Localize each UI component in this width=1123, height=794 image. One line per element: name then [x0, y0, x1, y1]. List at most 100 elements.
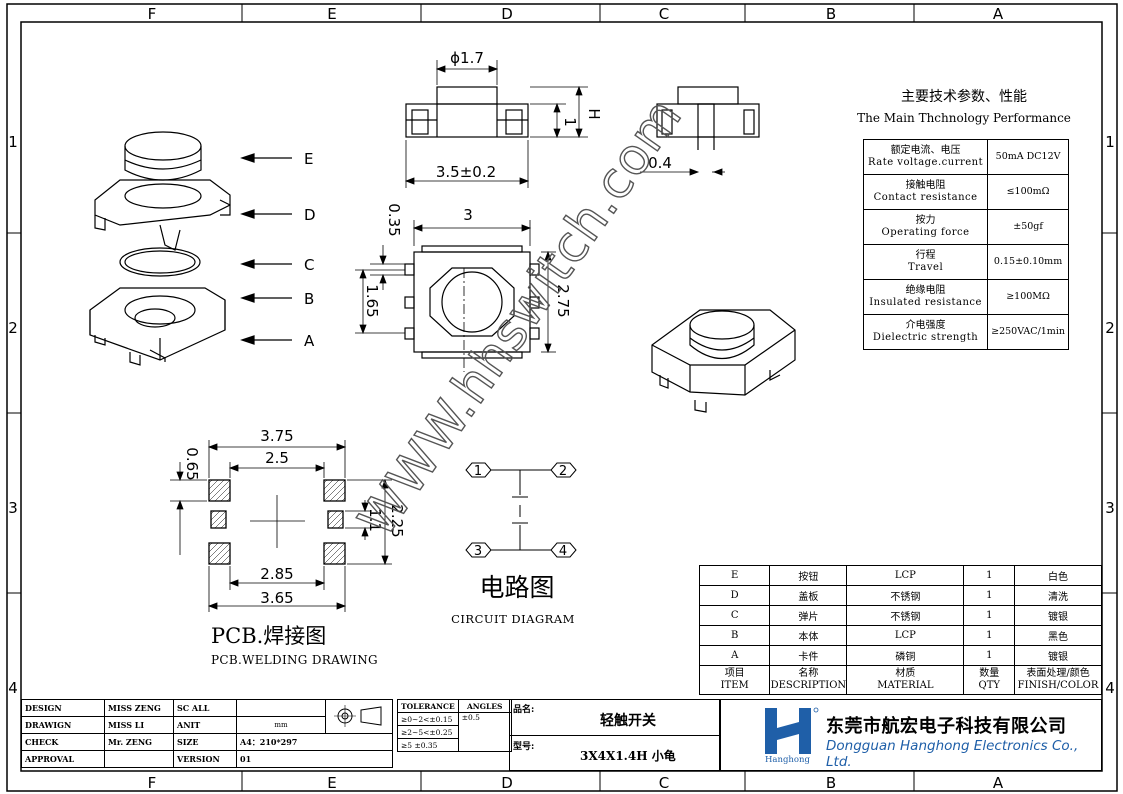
side-view	[656, 86, 760, 150]
col-label-bottom: E	[327, 774, 336, 792]
bom-name: 弹片	[769, 605, 848, 626]
bom-item: E	[698, 565, 771, 586]
bom-material: LCP	[846, 565, 965, 586]
circuit-node-1: 1	[474, 464, 482, 479]
bom-header-item-cn: 项目	[724, 668, 745, 679]
spec-name-cn: 按力	[915, 215, 936, 226]
bom-qty: 1	[963, 585, 1016, 606]
circuit-node-4: 4	[559, 544, 567, 559]
exploded-arrows	[240, 153, 292, 345]
dim-165: 1.65	[363, 284, 381, 317]
bom-item: C	[698, 605, 771, 626]
design-label: DESIGN	[21, 699, 105, 717]
company-name-cn: 东莞市航宏电子科技有限公司	[826, 716, 1067, 737]
col-label-top: B	[826, 5, 836, 23]
bom-header-material-cn: 材质	[895, 668, 916, 679]
spec-name-en: Contact resistance	[873, 192, 978, 203]
zone-labels: F E D C B A F E D C B A 1 2 3 4 1 2 3 4	[8, 5, 1115, 792]
outer-border	[6, 3, 1118, 792]
tolerance-table: TOLERANCE ANGLES ≥0~2<±0.15 ±0.5 ≥2~5<±0…	[397, 699, 512, 752]
spec-name-en: Insulated resistance	[869, 297, 982, 308]
projection-symbol	[325, 699, 393, 734]
bom-finish: 镀银	[1014, 645, 1102, 666]
unit-value: mm	[236, 716, 326, 734]
label-e: E	[304, 150, 313, 168]
circuit-title-cn: 电路图	[479, 573, 554, 602]
bom-row: D 盖板 不锈钢 1 清洗	[698, 585, 1102, 606]
model-label: 型号:	[513, 742, 535, 752]
front-view	[405, 86, 529, 138]
front-dims	[404, 60, 588, 188]
dim-pcb-065: 0.65	[183, 447, 201, 480]
company-block: Hanghong 东莞市航宏电子科技有限公司 Dongguan Hanghong…	[720, 699, 1102, 771]
bom-name: 本体	[769, 625, 848, 646]
dim-width: 3.5±0.2	[436, 163, 496, 181]
bom-qty: 1	[963, 605, 1016, 626]
row-label-left: 3	[8, 499, 18, 517]
bom-row: A 卡件 磷铜 1 镀银	[698, 645, 1102, 666]
product-name-label: 品名:	[513, 705, 535, 715]
col-label-top: F	[148, 5, 157, 23]
dim-pcb-285: 2.85	[260, 565, 293, 583]
button-top-ellipse	[124, 131, 202, 161]
bom-header-finish-cn: 表面处理/颜色	[1026, 668, 1090, 679]
row-label-left: 4	[8, 679, 18, 697]
size-value: A4：210*297	[236, 733, 393, 751]
side-dims	[640, 168, 725, 176]
bom-header-qty-en: QTY	[978, 680, 1000, 691]
dim-pcb-11: 1.1	[366, 508, 384, 532]
bom-table: E 按钮 LCP 1 白色 D 盖板 不锈钢 1 清洗 C 弹片 不锈钢 1 镀…	[698, 565, 1102, 695]
bom-material: 不锈钢	[846, 585, 965, 606]
tolerance-row-1: ≥0~2<±0.15	[397, 712, 459, 726]
specs-title-cn: 主要技术参数、性能	[901, 88, 1027, 105]
bom-qty: 1	[963, 645, 1016, 666]
unit-label: ANIT	[173, 716, 237, 734]
pcb-drawing: 3.75 2.5 0.65 1.1 2.25 2.85 3.65 PCB.焊接图…	[170, 427, 406, 667]
spec-value: ≥100MΩ	[987, 279, 1069, 315]
circuit-title-en: CIRCUIT DIAGRAM	[451, 612, 575, 626]
bom-material: LCP	[846, 625, 965, 646]
spec-value: 50mA DC12V	[987, 139, 1069, 175]
logo-text: Hanghong	[765, 755, 810, 765]
product-info: 品名: 轻触开关 型号: 3X4X1.4H 小龟	[509, 699, 720, 771]
dim-275: 2.75	[554, 284, 572, 317]
tolerance-row-2: ≥2~5<±0.25	[397, 725, 459, 739]
circuit-node-3: 3	[474, 544, 482, 559]
pcb-title-en: PCB.WELDING DRAWING	[211, 653, 378, 667]
spec-name-en: Rate voltage.current	[867, 157, 984, 168]
specs-title-en: The Main Thchnology Performance	[857, 111, 1071, 125]
approval-label: APPROVAL	[21, 750, 105, 768]
tolerance-label: TOLERANCE	[397, 699, 459, 713]
dim-pcb-25: 2.5	[265, 449, 289, 467]
pcb-title-cn: PCB.焊接图	[211, 624, 326, 648]
bom-name: 盖板	[769, 585, 848, 606]
title-block-info: DESIGN MISS ZENG SC ALL DRAWIGN MISS LI …	[21, 699, 393, 768]
row-label-right: 3	[1105, 499, 1115, 517]
projection-icon	[334, 704, 382, 727]
button-body	[124, 146, 202, 181]
spec-name-cn: 接触电阻	[905, 180, 946, 191]
row-label-left: 1	[8, 133, 18, 151]
bom-header-item-en: ITEM	[720, 680, 749, 691]
col-label-top: E	[327, 5, 336, 23]
exploded-view	[89, 131, 231, 366]
dim-pcb-375: 3.75	[260, 427, 293, 445]
version-label: VERSION	[173, 750, 237, 768]
spec-name-cn: 行程	[915, 250, 936, 261]
bom-header-material-en: MATERIAL	[877, 680, 934, 691]
design-name: MISS ZENG	[104, 699, 174, 717]
version-value: 01	[236, 750, 393, 768]
company-logo	[765, 707, 819, 754]
bom-material: 不锈钢	[846, 605, 965, 626]
top-dims	[355, 220, 556, 372]
spec-name-en: Operating force	[881, 227, 970, 238]
zone-ticks	[7, 4, 1117, 791]
company-name-en: Dongguan Hanghong Electronics Co., Ltd.	[826, 738, 1079, 770]
drawing-name: MISS LI	[104, 716, 174, 734]
row-label-left: 2	[8, 319, 18, 337]
dim-pcb-365: 3.65	[260, 589, 293, 607]
dim-top-3: 3	[463, 206, 473, 224]
